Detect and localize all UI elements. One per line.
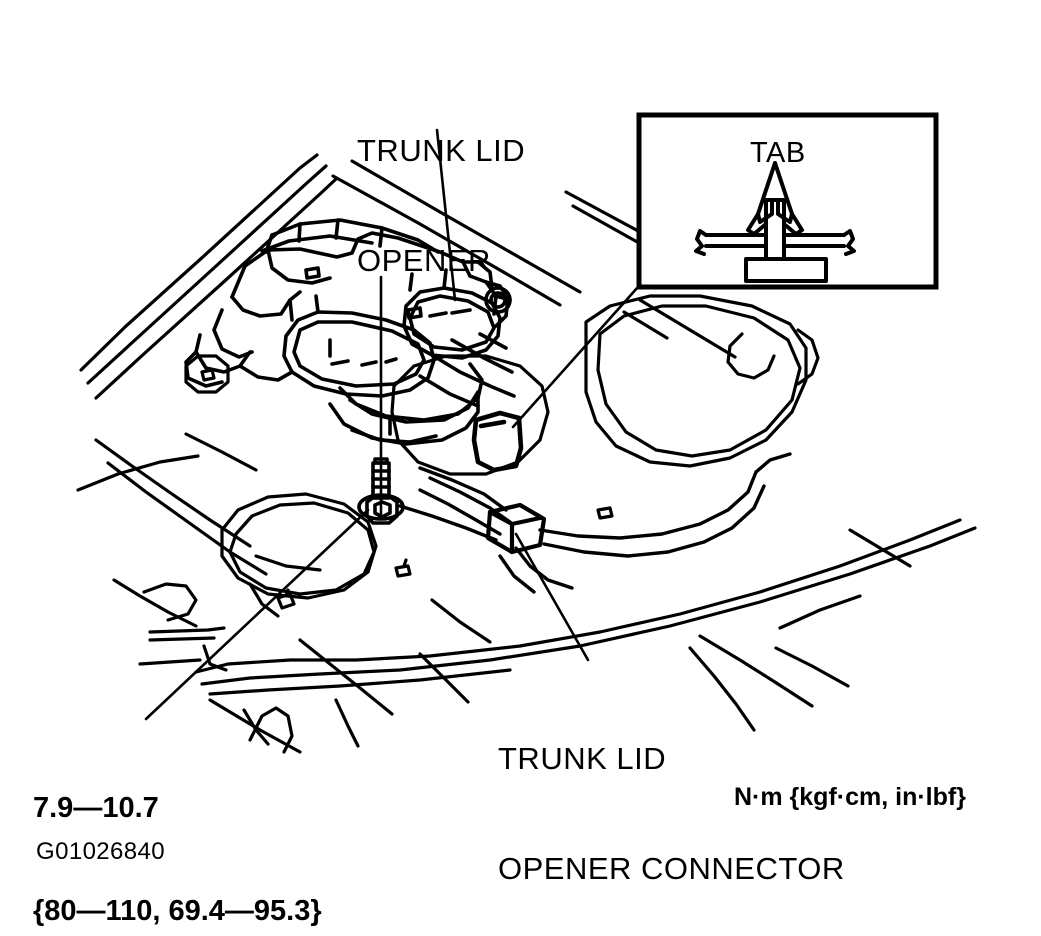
callout-trunk-lid-opener-connector: TRUNK LID OPENER CONNECTOR: [498, 668, 845, 936]
inset-tab-drawing: [694, 161, 856, 283]
callout-tab: TAB: [750, 137, 806, 169]
clip-connector-upper: [471, 410, 524, 473]
leader-torque: [144, 508, 370, 721]
trunk-latch-assembly: [184, 218, 516, 446]
connector-block: [485, 502, 547, 555]
torque-bracket-values: {80—110, 69.4—95.3}: [33, 895, 322, 928]
leader-tab-inset: [511, 285, 640, 429]
leader-trunk-lid-opener: [435, 128, 457, 302]
units-note: N·m {kgf·cm, in·lbf}: [734, 783, 966, 811]
leader-connector: [514, 532, 590, 662]
figure-id: G01026840: [36, 838, 166, 865]
callout-trunk-lid-opener: TRUNK LID OPENER: [357, 60, 525, 353]
inset-detail-box: [636, 112, 939, 290]
callout-connector-line2: OPENER CONNECTOR: [498, 850, 845, 886]
floor-pan-contours: [76, 294, 977, 754]
torque-nm-range: 7.9—10.7: [33, 792, 159, 825]
callout-trunk-lid-opener-line2: OPENER: [357, 242, 491, 278]
callout-connector-line1: TRUNK LID: [498, 741, 667, 777]
leader-lines: [144, 128, 640, 721]
torque-specification: 7.9—10.7 {80—110, 69.4—95.3}: [33, 723, 322, 936]
callout-trunk-lid-opener-line1: TRUNK LID: [357, 133, 526, 169]
